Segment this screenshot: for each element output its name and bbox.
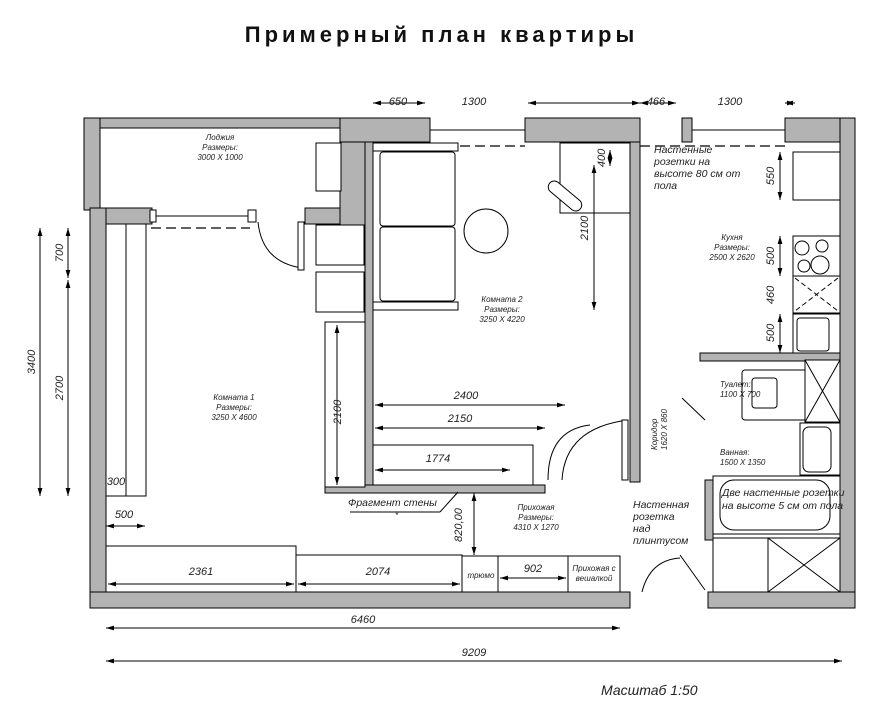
note-two-sockets: Две настенные розетки — [721, 487, 845, 499]
dim-3400: 3400 — [26, 349, 38, 374]
corridor-size: 1620 X 860 — [660, 409, 669, 450]
hall-size-caption: Размеры: — [518, 513, 554, 522]
dim-300: 300 — [107, 476, 126, 488]
walls — [83, 117, 856, 609]
dim-650: 650 — [389, 96, 408, 108]
dim-500-b: 500 — [765, 323, 777, 342]
room2-furniture — [372, 142, 631, 486]
dimension-lines — [37, 100, 842, 664]
dim-466: 466 — [647, 96, 666, 108]
toilet-label: Туалет: — [720, 380, 751, 389]
dim-460: 460 — [765, 285, 777, 304]
dim-2100-wardrobe: 2100 — [332, 399, 344, 425]
dim-2700: 2700 — [54, 375, 66, 401]
note-sockets-80: Настенные — [654, 144, 713, 156]
note-sockets-80-line4: пола — [654, 180, 677, 192]
room2-size-caption: Размеры: — [484, 305, 520, 314]
plan-title: Примерный план квартиры — [244, 22, 639, 47]
note-wall-fragment: Фрагмент стены — [348, 497, 437, 509]
dim-500: 500 — [115, 509, 134, 521]
kitchen-units — [792, 151, 841, 354]
room2-label: Комната 2 — [481, 295, 523, 304]
hall-size: 4310 X 1270 — [513, 523, 559, 532]
doors — [257, 221, 706, 593]
dim-2361: 2361 — [188, 566, 213, 578]
dim-2100-room2: 2100 — [579, 215, 591, 241]
loggia-label: Лоджия — [205, 133, 235, 142]
dim-550: 550 — [765, 166, 777, 185]
note-wall-fragment-mark: * — [395, 511, 399, 520]
hall-furniture — [105, 545, 621, 593]
note-sockets-80-line2: розетки на — [653, 156, 710, 168]
dim-2074: 2074 — [365, 566, 390, 578]
hanger-label: Прихожая с — [572, 564, 615, 573]
loggia-size: 3000 X 1000 — [197, 153, 243, 162]
scale-label: Масштаб 1:50 — [601, 682, 698, 698]
note-two-sockets-line2: на высоте 5 см от пола — [722, 500, 843, 512]
room2-size: 3250 X 4220 — [479, 315, 525, 324]
dim-1774: 1774 — [426, 453, 450, 465]
hall-label: Прихожая — [517, 503, 555, 512]
bath-size: 1500 X 1350 — [720, 458, 766, 467]
bathroom-fixtures — [712, 359, 841, 593]
bath-label: Ванная: — [720, 448, 750, 457]
toilet-size: 1100 X 700 — [720, 390, 761, 399]
dim-6460: 6460 — [351, 614, 376, 626]
room1-size: 3250 X 4600 — [211, 413, 257, 422]
note-sockets-80-line3: высоте 80 см от — [654, 168, 741, 180]
dim-2400: 2400 — [453, 390, 479, 402]
kitchen-label: Кухня — [721, 233, 743, 242]
kitchen-size-caption: Размеры: — [714, 243, 750, 252]
kitchen-size: 2500 X 2620 — [708, 253, 755, 262]
dim-820: 820,00 — [453, 507, 465, 542]
corridor-label: Коридор — [650, 418, 659, 450]
hanger-label-2: вешалкой — [576, 574, 613, 583]
room1-size-caption: Размеры: — [216, 403, 252, 412]
note-socket-plinth-line2: розетка — [632, 511, 675, 523]
dim-500-a: 500 — [765, 246, 777, 265]
trumo-label: трюмо — [468, 571, 496, 580]
note-socket-plinth-line3: над — [633, 523, 651, 535]
room1-label: Комната 1 — [213, 393, 254, 402]
dim-9209: 9209 — [462, 647, 486, 659]
dim-1300-a: 1300 — [462, 96, 487, 108]
room1-wardrobe — [105, 142, 366, 497]
loggia-size-caption: Размеры: — [202, 143, 238, 152]
dim-902: 902 — [524, 563, 542, 575]
dim-700: 700 — [54, 243, 66, 262]
note-socket-plinth-line4: плинтусом — [633, 535, 688, 547]
dim-1300-b: 1300 — [718, 96, 743, 108]
dim-2150: 2150 — [447, 413, 473, 425]
dim-400: 400 — [596, 148, 608, 167]
note-socket-plinth: Настенная — [633, 499, 690, 511]
